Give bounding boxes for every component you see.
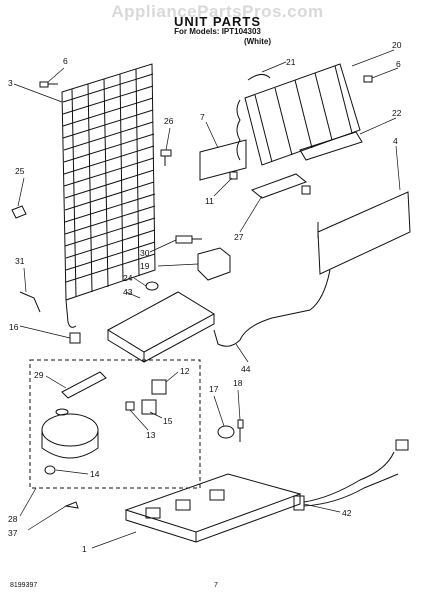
condenser-coil	[61, 63, 156, 328]
callout: 20	[392, 40, 402, 50]
screw	[363, 75, 373, 83]
cover	[197, 247, 231, 281]
callout: 27	[234, 232, 244, 242]
callout: 29	[34, 370, 44, 380]
grommet	[145, 281, 159, 291]
clip	[64, 501, 79, 509]
callout: 31	[15, 256, 25, 266]
screw	[160, 149, 172, 166]
models-line: For Models: IPT104303	[174, 27, 261, 36]
callout: 17	[209, 384, 219, 394]
callout: 25	[15, 166, 25, 176]
watermark: AppliancePartsPros.com	[111, 2, 324, 21]
callout: 24	[123, 273, 133, 283]
thermistor	[175, 235, 202, 244]
diagram-title: UNIT PARTS	[173, 14, 262, 29]
evaporator	[236, 63, 361, 166]
compressor	[41, 408, 99, 459]
screw	[229, 171, 238, 180]
callout: 16	[9, 322, 19, 332]
compressor-group-outline	[29, 359, 201, 489]
wire-harness	[317, 191, 411, 275]
tube	[213, 269, 331, 347]
callout: 26	[164, 116, 174, 126]
callout: 44	[241, 364, 251, 374]
callout: 6	[396, 59, 401, 69]
drain-trough	[199, 139, 247, 181]
callout: 4	[393, 136, 398, 146]
screw	[237, 419, 244, 442]
callout: 30	[140, 248, 150, 258]
callout: 15	[163, 416, 173, 426]
base-pan	[124, 473, 302, 543]
heater-bracket	[299, 131, 363, 161]
start-relay	[151, 379, 167, 395]
callout: 12	[180, 366, 190, 376]
callout: 19	[140, 261, 150, 271]
callout: 1	[82, 544, 87, 554]
document-code: 8199397	[10, 582, 38, 589]
page-number: 7	[214, 582, 218, 589]
overload	[61, 371, 107, 399]
callout: 13	[146, 430, 156, 440]
clip	[11, 205, 27, 219]
clip	[125, 401, 135, 411]
callout: 14	[90, 469, 100, 479]
cover	[141, 399, 157, 415]
shield	[250, 173, 311, 199]
callout: 22	[392, 108, 402, 118]
tube	[19, 291, 41, 313]
callout: 43	[123, 287, 133, 297]
callout: 6	[63, 56, 68, 66]
screw	[39, 81, 58, 88]
grommet	[217, 425, 235, 439]
callout: 7	[200, 112, 205, 122]
grommet	[69, 332, 81, 344]
callout: 18	[233, 378, 243, 388]
drain-pan	[106, 291, 216, 363]
callout: 21	[286, 57, 296, 67]
callout: 3	[8, 78, 13, 88]
bolt	[44, 465, 56, 475]
power-harness	[293, 439, 409, 511]
callout: 28	[8, 514, 18, 524]
callout: 37	[8, 528, 18, 538]
color-line: (White)	[243, 37, 272, 46]
callout: 42	[342, 508, 352, 518]
callout: 11	[205, 196, 214, 206]
